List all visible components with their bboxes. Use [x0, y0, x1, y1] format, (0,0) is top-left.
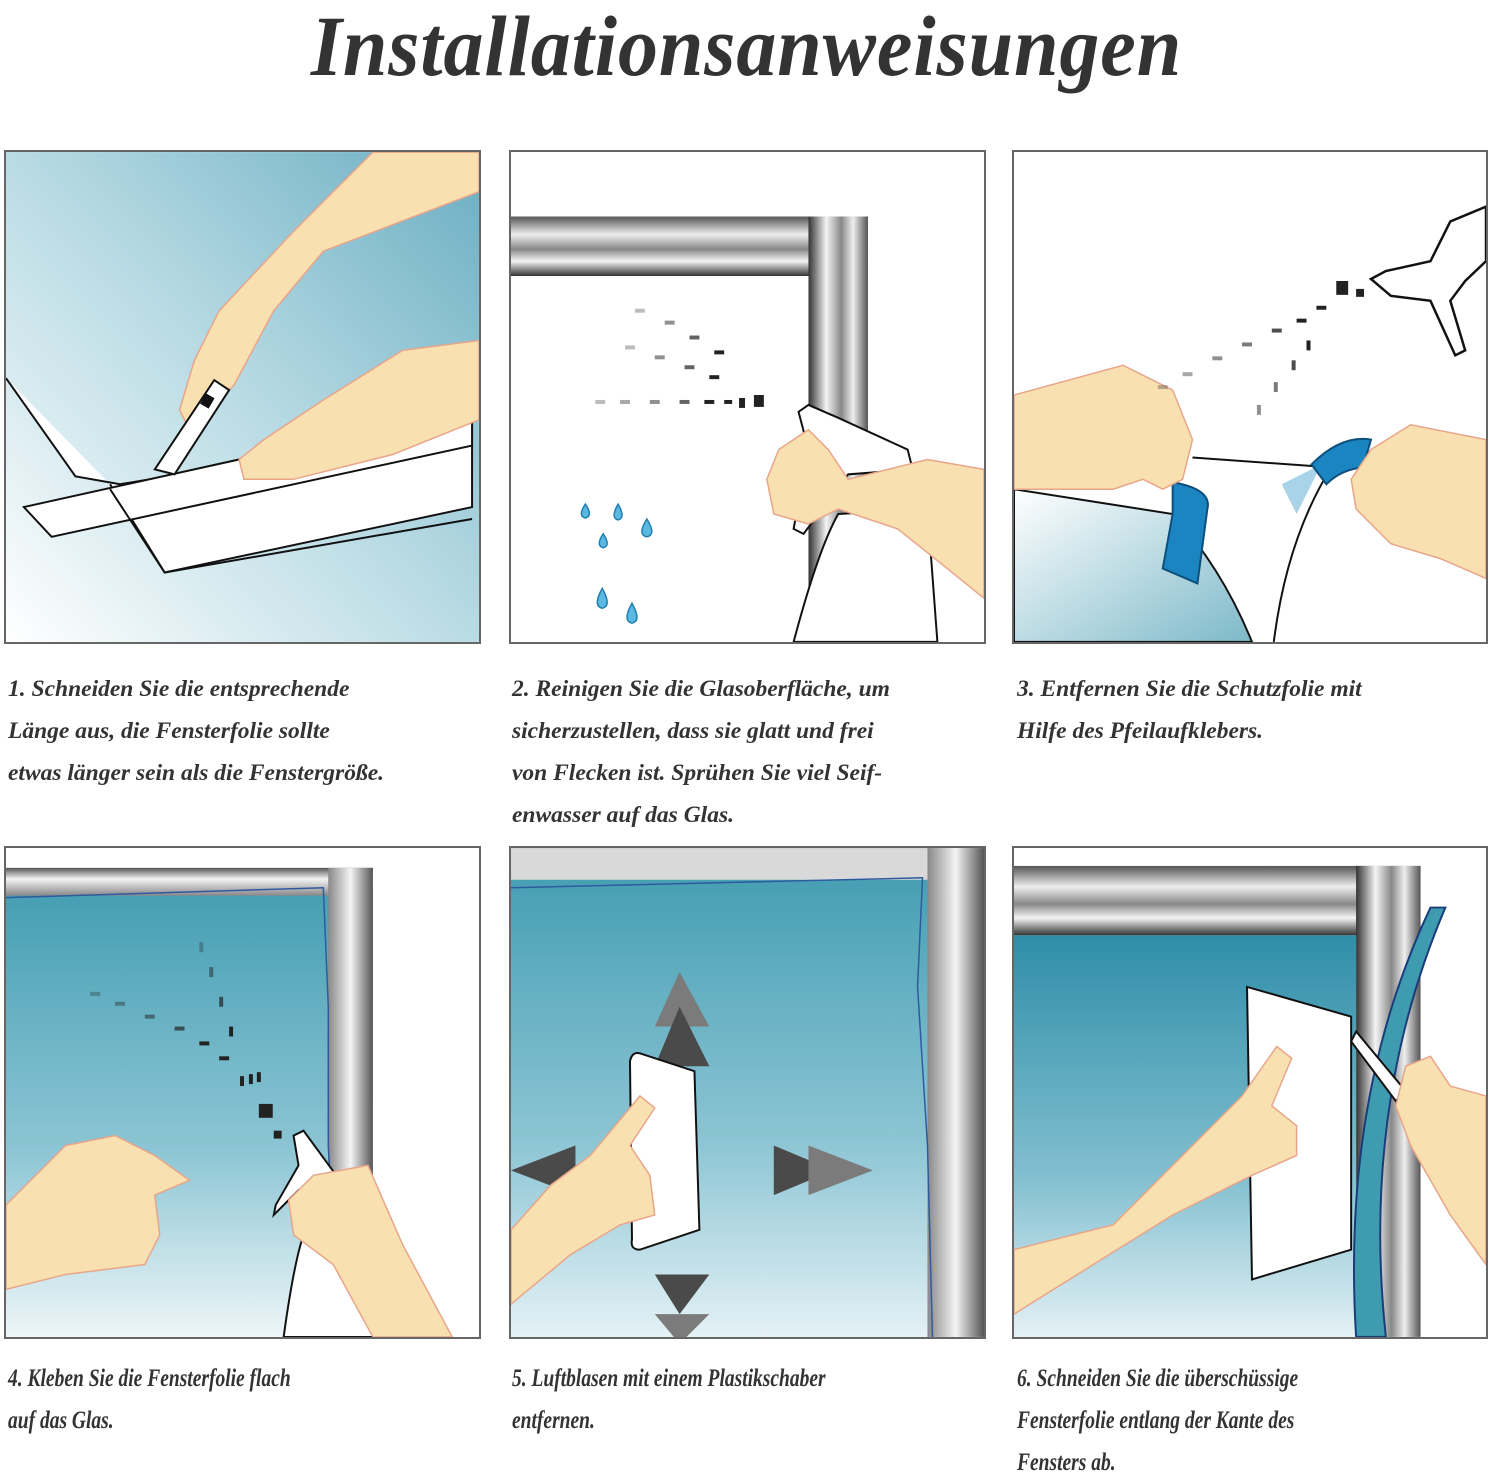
spraying-illustration — [511, 152, 984, 642]
peeling-illustration — [1014, 152, 1486, 642]
spray-mist-icon — [595, 308, 764, 408]
arrow-up-icon — [654, 972, 710, 1027]
arrow-icons — [511, 972, 873, 1337]
hand-icon — [766, 428, 984, 600]
step-4-caption: 4. Kleben Sie die Fensterfolie flach auf… — [8, 1365, 291, 1434]
cutter-knife-icon — [1349, 1029, 1408, 1103]
hand-icon — [287, 1164, 454, 1337]
spray-mist-icon — [1157, 280, 1365, 415]
plastic-scraper-icon — [629, 1052, 701, 1251]
hand-icon — [6, 1134, 191, 1291]
step-2-caption: 2. Reinigen Sie die Glasoberfläche, um s… — [512, 676, 890, 828]
step-2-illustration — [509, 150, 986, 644]
window-frame — [1014, 865, 1421, 936]
step-4-illustration — [4, 846, 481, 1339]
squeegee-illustration — [511, 848, 984, 1337]
trimming-illustration — [1014, 848, 1486, 1337]
spray-mist-icon — [90, 942, 282, 1139]
hand-icon — [1394, 1055, 1486, 1266]
step-6-illustration — [1012, 846, 1488, 1339]
arrow-down-icon — [654, 1274, 710, 1315]
window-frame — [6, 867, 373, 896]
step-3-illustration — [1012, 150, 1488, 644]
excess-film-strip — [1352, 906, 1447, 1337]
water-drops-icon — [580, 502, 653, 624]
hand-icon — [511, 1094, 656, 1306]
hand-icon — [1014, 1045, 1298, 1315]
arrow-tab-icon — [1161, 481, 1209, 585]
hand-icon — [1014, 364, 1194, 491]
hand-icon — [1350, 423, 1486, 580]
cutting-film-illustration — [6, 152, 479, 642]
hand-icon — [238, 339, 479, 481]
window-frame — [511, 848, 984, 880]
step-1-caption: 1. Schneiden Sie die entsprechende Länge… — [8, 676, 385, 786]
applying-film-illustration — [6, 848, 479, 1337]
page-title: Installationsanweisungen — [310, 0, 1183, 94]
step-5-caption: 5. Luftblasen mit einem Plastikschaber e… — [512, 1365, 826, 1434]
step-5-illustration — [509, 846, 986, 1339]
step-3-caption: 3. Entfernen Sie die Schutzfolie mit Hil… — [1017, 676, 1362, 744]
window-frame — [511, 216, 868, 277]
step-1-illustration — [4, 150, 481, 644]
arrow-right-icon — [773, 1145, 834, 1196]
spray-bottle-icon — [1368, 205, 1486, 358]
step-6-caption: 6. Schneiden Sie die überschüssige Fenst… — [1017, 1365, 1299, 1476]
film-corner — [1281, 464, 1322, 515]
